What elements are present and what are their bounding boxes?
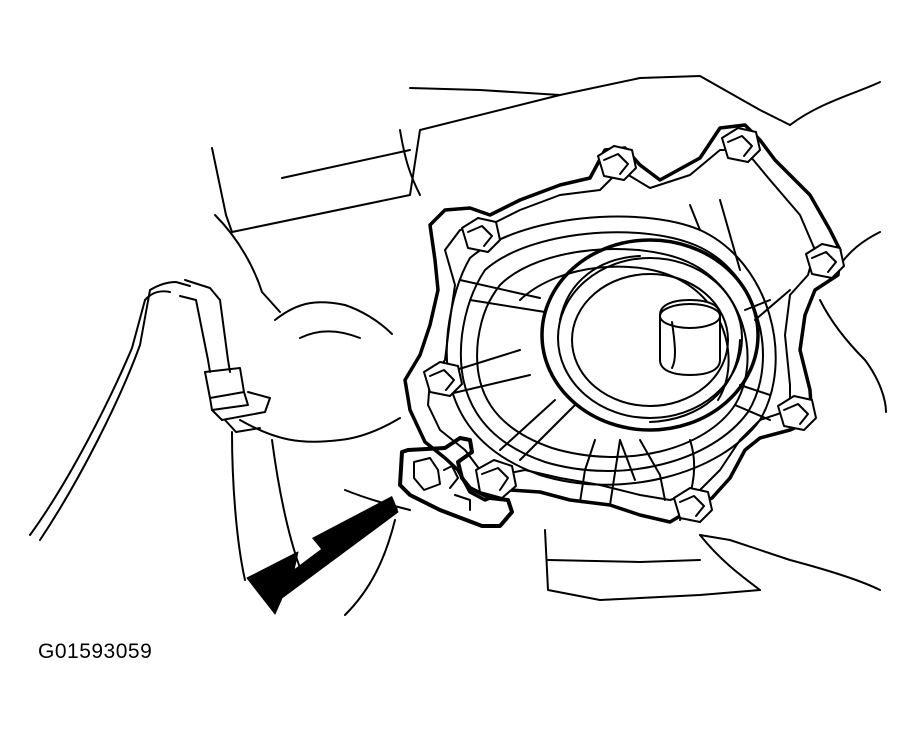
bolt-right bbox=[805, 243, 845, 279]
flange-bolts bbox=[423, 127, 845, 523]
sensor-probe bbox=[29, 279, 271, 541]
figure-id-label: G01593059 bbox=[38, 640, 153, 663]
bolt-top-left bbox=[461, 217, 501, 253]
engine-block-outline bbox=[211, 75, 887, 616]
bolt-bottom-right bbox=[673, 487, 713, 523]
bolt-top-right bbox=[721, 127, 761, 163]
pump-flange bbox=[403, 123, 842, 524]
arrow-pointer-icon bbox=[246, 496, 399, 615]
highlighted-bracket bbox=[398, 436, 514, 528]
pump-hub bbox=[540, 238, 760, 432]
bolt-top-center bbox=[597, 145, 637, 181]
bolt-lower-right bbox=[777, 395, 817, 431]
bolt-left bbox=[423, 361, 463, 397]
